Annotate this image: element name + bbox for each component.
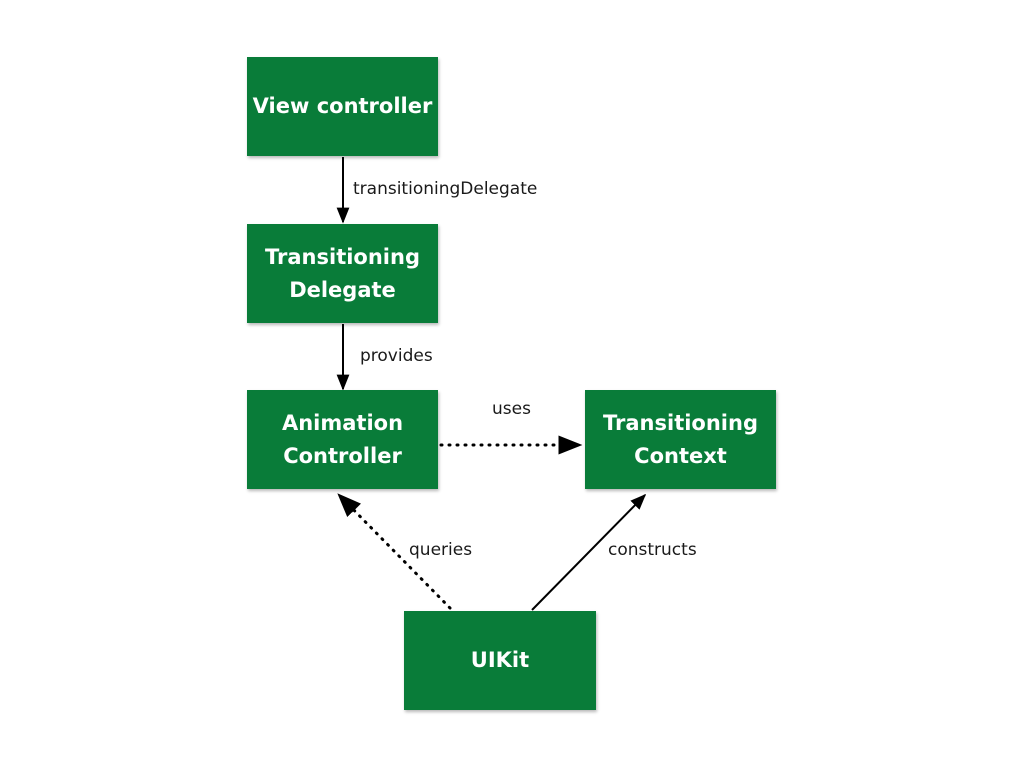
- transitioning-context-node: Transitioning Context: [585, 390, 776, 489]
- edge-label-constructs: constructs: [608, 540, 697, 560]
- edge-label-transitioning-delegate: transitioningDelegate: [353, 179, 538, 199]
- transitioning-delegate-node: Transitioning Delegate: [247, 224, 438, 323]
- edge-label-queries: queries: [409, 540, 473, 560]
- edge-label-provides: provides: [360, 346, 433, 366]
- animation-controller-node: Animation Controller: [247, 390, 438, 489]
- uikit-node: UIKit: [404, 611, 596, 710]
- edge-constructs: [531, 493, 647, 611]
- edge-label-uses: uses: [492, 399, 531, 419]
- edge-queries: [337, 493, 452, 610]
- view-controller-node: View controller: [247, 57, 438, 156]
